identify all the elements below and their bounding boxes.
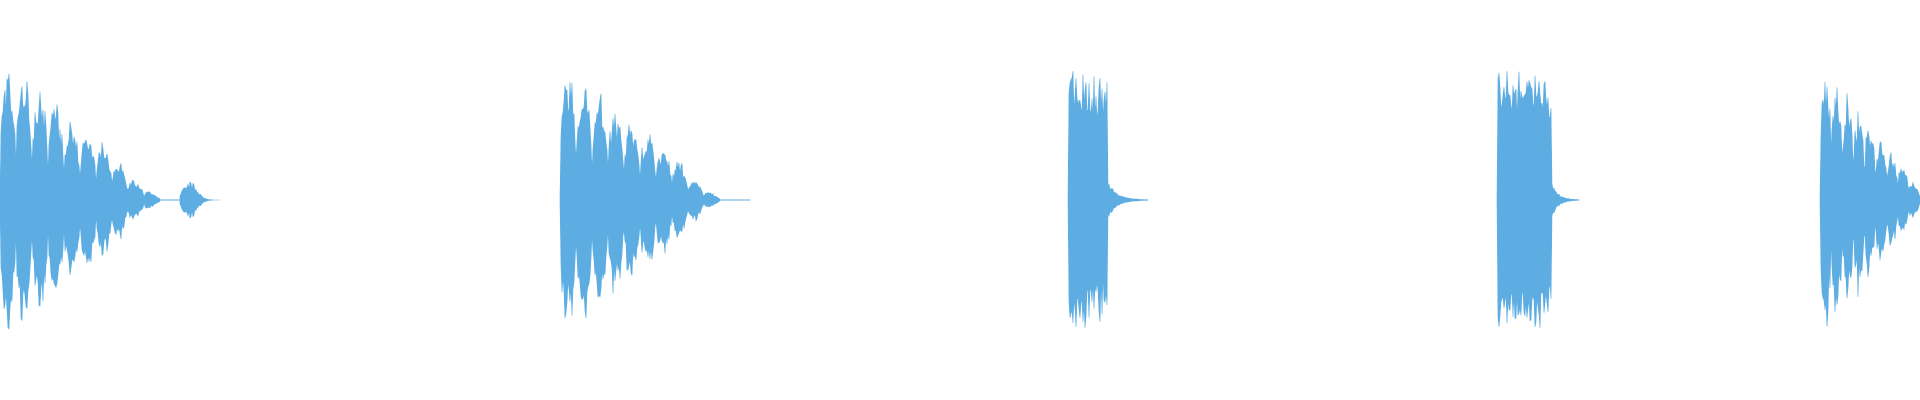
waveform-clip-3 [1067,71,1149,328]
waveform-clip-5 [1819,81,1920,327]
waveform-blip [179,181,220,219]
waveform-clips [0,71,1920,330]
waveform-body [1067,71,1149,328]
waveform-body [1496,71,1580,329]
waveform-body [559,82,721,319]
waveform-clip-1 [0,73,220,330]
waveform-clip-4 [1496,71,1580,329]
waveform-clip-2 [559,82,750,319]
waveform-body [1819,81,1920,327]
waveform-body [0,73,161,330]
